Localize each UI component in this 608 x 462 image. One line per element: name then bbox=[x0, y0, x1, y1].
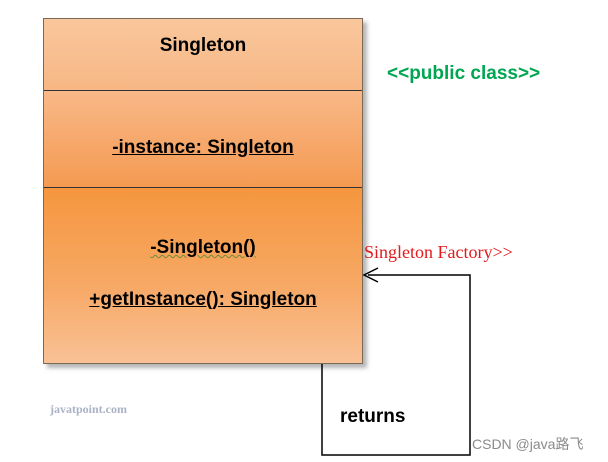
attribute-instance: -instance: Singleton bbox=[112, 137, 294, 158]
class-name-compartment: Singleton bbox=[44, 19, 362, 91]
watermark-text: javatpoint.com bbox=[50, 402, 127, 416]
attribute-row: -instance: Singleton bbox=[44, 137, 362, 159]
operation-getinstance: +getInstance(): Singleton bbox=[89, 289, 317, 310]
attributes-compartment: -instance: Singleton bbox=[44, 91, 362, 188]
returns-connector-line bbox=[321, 274, 471, 456]
csdn-watermark: CSDN @java路飞 bbox=[472, 436, 584, 452]
singleton-class-box: Singleton -instance: Singleton -Singleto… bbox=[43, 18, 363, 364]
operation-constructor: -Singleton() bbox=[150, 237, 256, 258]
arrowhead-icon bbox=[362, 267, 379, 283]
returns-label: returns bbox=[340, 406, 406, 427]
operation-row-getinstance: +getInstance(): Singleton bbox=[44, 289, 362, 311]
operation-row-constructor: -Singleton() bbox=[44, 237, 362, 259]
stereotype-label: <<public class>> bbox=[387, 63, 541, 84]
factory-label: Singleton Factory>> bbox=[364, 242, 513, 262]
class-name: Singleton bbox=[159, 35, 247, 56]
operations-compartment: -Singleton() +getInstance(): Singleton bbox=[44, 188, 362, 363]
